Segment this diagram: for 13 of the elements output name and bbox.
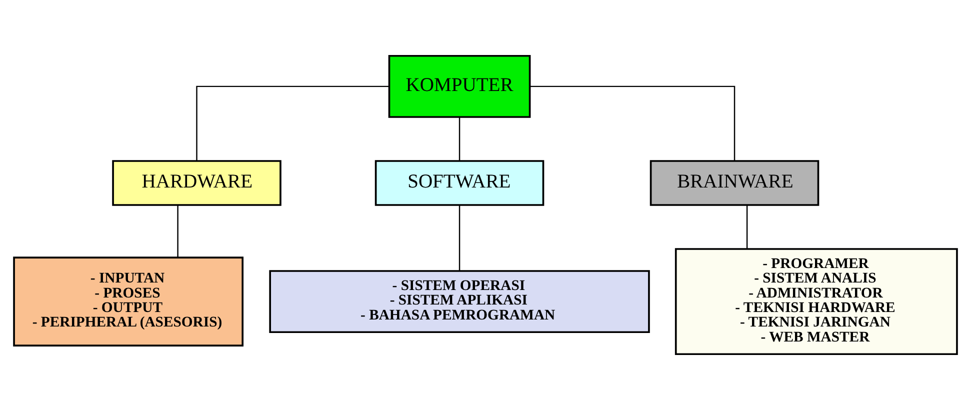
connector bbox=[177, 205, 178, 258]
node-box: BRAINWARE bbox=[650, 160, 820, 206]
connector bbox=[196, 86, 390, 161]
connector bbox=[746, 205, 748, 249]
node-box: KOMPUTER bbox=[388, 54, 531, 118]
node-box: - PROGRAMER - SISTEM ANALIS - ADMINISTRATOR - TEKNISI HARDWARE - TEKNISI JARINGAN - WEB MASTER bbox=[674, 248, 958, 356]
node-box: SOFTWARE bbox=[374, 160, 544, 206]
node-box: - SISTEM OPERASI - SISTEM APLIKASI - BAHASA PEMROGRAMAN bbox=[269, 270, 650, 334]
connector bbox=[530, 86, 736, 161]
node-box: - INPUTAN - PROSES - OUTPUT - PERIPHERAL (ASESORIS) bbox=[13, 256, 244, 346]
connector bbox=[458, 118, 460, 161]
connector bbox=[458, 205, 460, 271]
node-box: HARDWARE bbox=[112, 160, 282, 206]
